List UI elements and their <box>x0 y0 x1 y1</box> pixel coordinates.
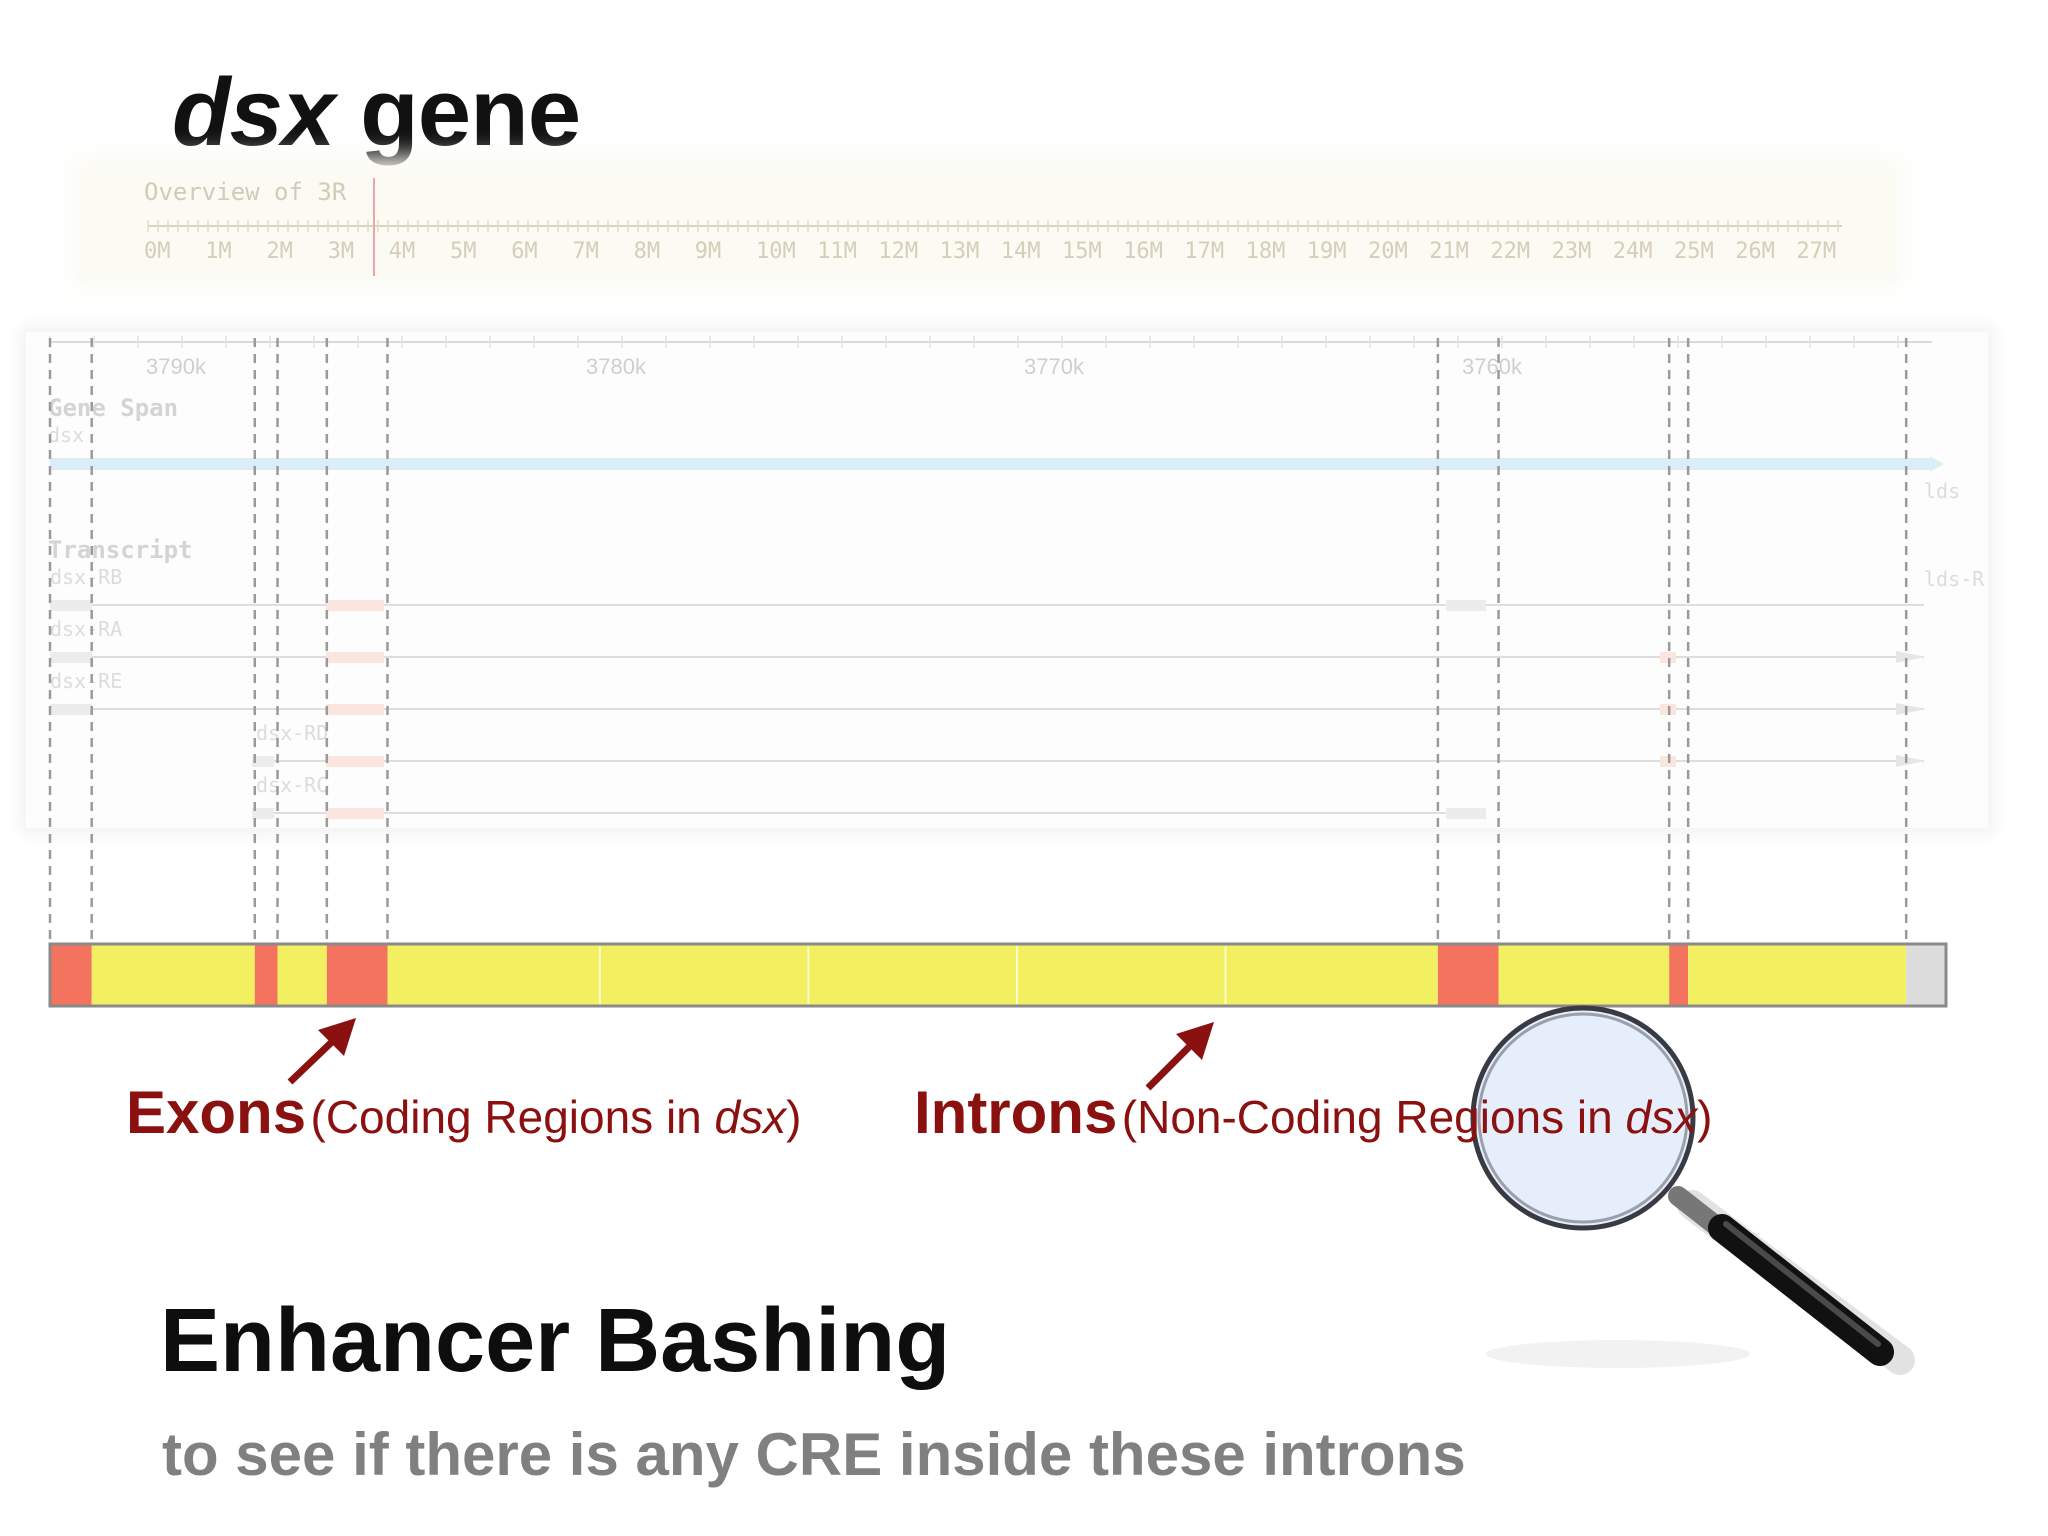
right-label: lds-R <box>1924 567 1985 591</box>
introns-description: (Non-Coding Regions in dsx) <box>1121 1091 1713 1143</box>
transcript-arrow <box>1896 703 1926 715</box>
overview-tick-label: 0M <box>144 239 171 264</box>
intron-segment <box>277 944 327 1006</box>
overview-tick-label: 11M <box>817 239 857 264</box>
overview-tick-label: 17M <box>1184 239 1224 264</box>
overview-tick-label: 15M <box>1062 239 1102 264</box>
overview-tick-label: 26M <box>1735 239 1775 264</box>
transcript-exon <box>326 756 384 767</box>
overview-tick-label: 3M <box>328 239 355 264</box>
gene-span-gene: dsx <box>48 423 84 447</box>
transcript-label: dsx-RC <box>256 773 328 797</box>
chromosome-overview: Overview of 3R 0M 1M 2M 3M 4M 5M 6M 7M 8M 9M 10M 11… <box>84 168 1892 276</box>
exons-annotation: Exons (Coding Regions in dsx) <box>126 1078 801 1147</box>
transcript-exon <box>326 652 384 663</box>
transcript-label: dsx-RE <box>50 669 122 693</box>
overview-tick-label: 9M <box>695 239 722 264</box>
overview-tick-label: 7M <box>572 239 599 264</box>
overview-tick-label: 8M <box>634 239 661 264</box>
overview-tick-label: 5M <box>450 239 477 264</box>
overview-tick-label: 12M <box>878 239 918 264</box>
transcript-arrow <box>1896 651 1926 663</box>
overview-tick-label: 2M <box>266 239 293 264</box>
scale-tick-label: 3770k <box>1024 354 1085 379</box>
overview-tick-label: 14M <box>1001 239 1041 264</box>
overview-tick-label: 6M <box>511 239 538 264</box>
transcript-label: dsx-RB <box>50 565 122 589</box>
exons-label: Exons <box>126 1079 307 1146</box>
overview-tick-label: 10M <box>756 239 796 264</box>
intron-segment <box>1688 944 1907 1006</box>
exon-segment <box>1437 944 1499 1006</box>
overview-ruler: Overview of 3R 0M 1M 2M 3M 4M 5M 6M 7M 8M 9M 10M 11… <box>144 178 1842 276</box>
exon-pointer-arrow <box>287 1018 356 1085</box>
intron-segment <box>1498 944 1670 1006</box>
slide-title: dsx gene <box>172 58 581 168</box>
intron-pointer-arrow <box>1145 1022 1214 1091</box>
overview-label: Overview of 3R <box>144 178 347 206</box>
title-suffix: gene <box>360 59 581 166</box>
overview-tick-label: 4M <box>389 239 416 264</box>
gene-span-bar <box>50 458 1930 470</box>
exon-segment <box>326 944 388 1006</box>
gene-bar-outline <box>48 942 1948 1008</box>
genome-browser-panel: 3790k 3780k 3770k 3760k Gene Span dsx ld… <box>26 332 1988 828</box>
overview-tick-label: 27M <box>1796 239 1836 264</box>
transcript-exon <box>1446 808 1486 819</box>
overview-tick-label: 18M <box>1246 239 1286 264</box>
right-label: lds <box>1924 479 1960 503</box>
overview-tick-label: 13M <box>940 239 980 264</box>
scale-tick-label: 3780k <box>586 354 647 379</box>
overview-tick-label: 25M <box>1674 239 1714 264</box>
exon-segment <box>50 944 92 1006</box>
overview-tick-label: 21M <box>1429 239 1469 264</box>
gene-bar <box>48 942 1948 1008</box>
gene-name: dsx <box>172 59 335 166</box>
intron-segment <box>387 944 1438 1006</box>
transcript-exon <box>326 704 384 715</box>
alignment-guides <box>48 338 1908 944</box>
transcript-section-label: Transcript <box>48 536 193 564</box>
transcript-exon <box>50 600 92 611</box>
gene-span-label: Gene Span <box>48 394 178 422</box>
end-segment <box>1906 944 1946 1006</box>
transcript-exon <box>326 600 384 611</box>
exons-description: (Coding Regions in dsx) <box>310 1091 802 1143</box>
overview-tick-label: 20M <box>1368 239 1408 264</box>
intron-segment <box>91 944 255 1006</box>
transcript-exon <box>326 808 384 819</box>
introns-annotation: Introns (Non-Coding Regions in dsx) <box>914 1078 1712 1147</box>
overview-tick-label: 24M <box>1613 239 1653 264</box>
exon-segment <box>1669 944 1689 1006</box>
transcript-exon <box>50 652 92 663</box>
transcript-exon <box>1446 600 1486 611</box>
scale-tick-label: 3760k <box>1462 354 1523 379</box>
transcript-exon <box>252 756 274 767</box>
overview-tick-label: 23M <box>1552 239 1592 264</box>
overview-tick-label: 19M <box>1307 239 1347 264</box>
browser-tracks: 3790k 3780k 3770k 3760k Gene Span dsx ld… <box>48 336 1985 819</box>
overview-tick-label: 1M <box>205 239 232 264</box>
exon-segment <box>254 944 278 1006</box>
gene-span-arrow <box>1930 456 1944 472</box>
scale-tick-label: 3790k <box>146 354 207 379</box>
transcript-label: dsx-RD <box>256 721 328 745</box>
introns-label: Introns <box>914 1079 1118 1146</box>
transcript-arrow <box>1896 755 1926 767</box>
section-subheading: to see if there is any CRE inside these … <box>162 1421 1466 1488</box>
transcript-exon <box>50 704 92 715</box>
transcript-label: dsx-RA <box>50 617 122 641</box>
transcript-exon <box>252 808 274 819</box>
section-heading: Enhancer Bashing <box>160 1291 951 1391</box>
magnifying-glass-icon <box>1470 1005 1915 1375</box>
transcript-exon <box>1660 652 1676 663</box>
overview-tick-label: 16M <box>1123 239 1163 264</box>
overview-tick-label: 22M <box>1490 239 1530 264</box>
